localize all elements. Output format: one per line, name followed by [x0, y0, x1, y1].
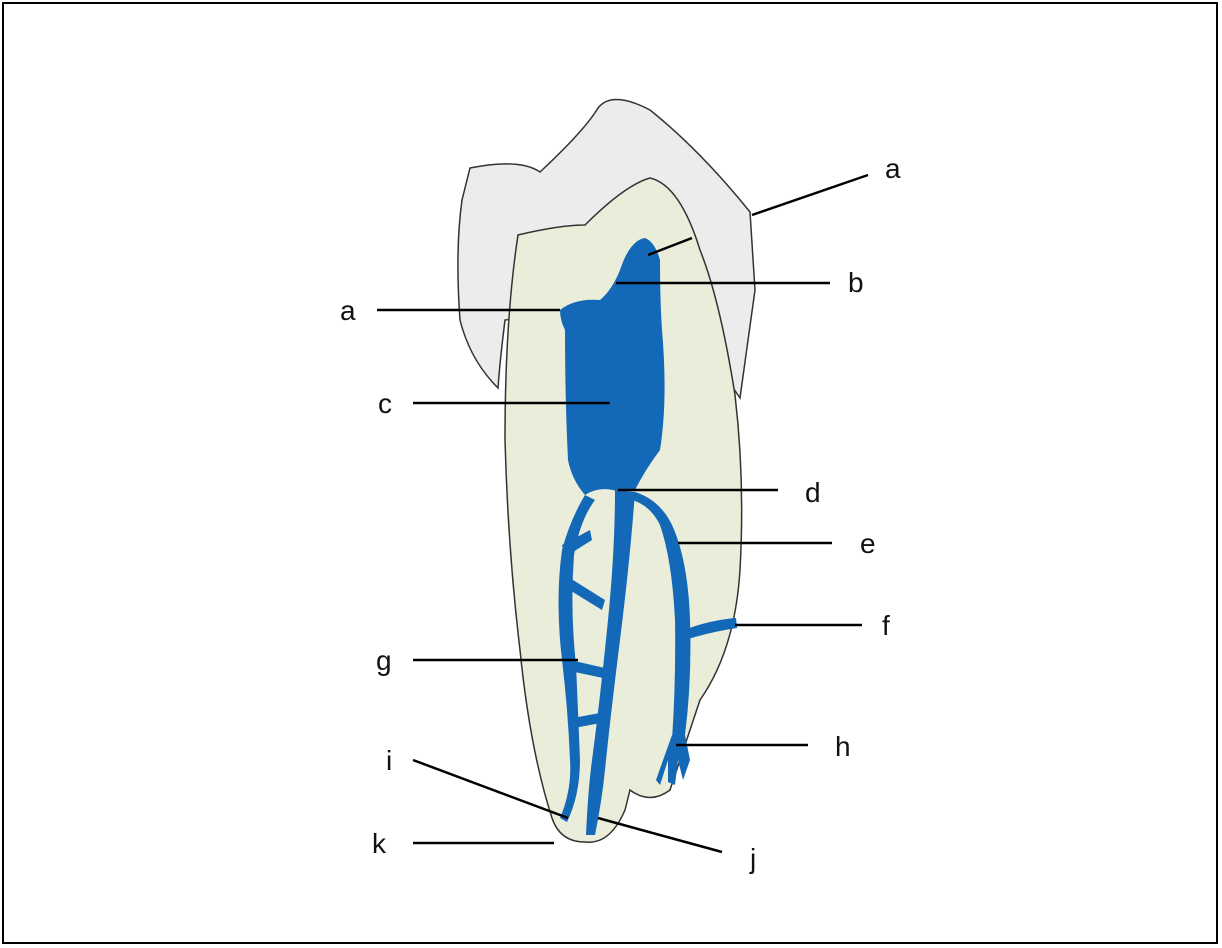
leader-j	[598, 818, 722, 852]
label-d: d	[805, 477, 821, 508]
label-a-left: a	[340, 295, 356, 326]
label-j: j	[749, 843, 756, 874]
label-a-top-right: a	[885, 153, 901, 184]
label-b: b	[848, 267, 864, 298]
label-f: f	[882, 610, 890, 641]
label-e: e	[860, 528, 876, 559]
label-h: h	[835, 731, 851, 762]
label-i: i	[386, 745, 392, 776]
label-g: g	[376, 645, 392, 676]
leader-a-top-right	[752, 175, 868, 215]
label-c: c	[378, 388, 392, 419]
label-k: k	[372, 828, 387, 859]
